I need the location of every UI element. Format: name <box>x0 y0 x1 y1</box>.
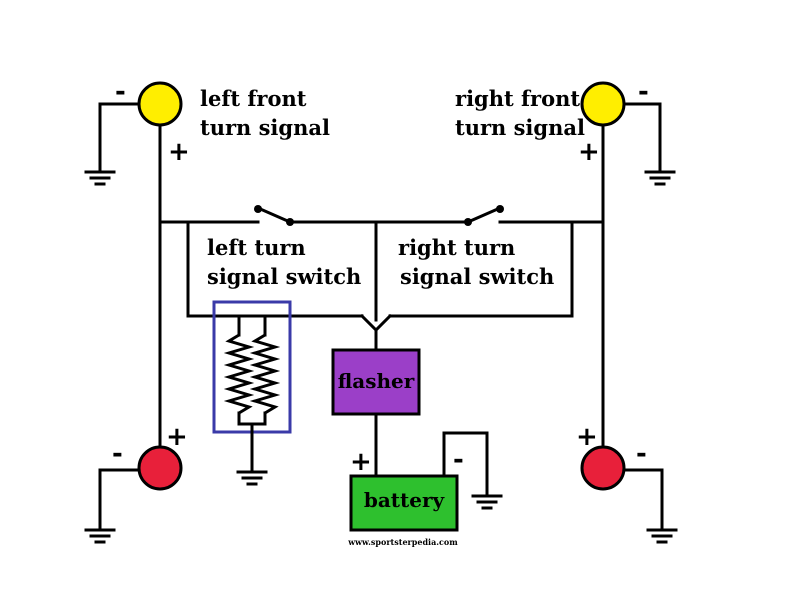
battery-ground-icon <box>471 494 503 510</box>
left-switch-label-line1: left turn <box>207 235 306 260</box>
left-front-lamp <box>137 81 183 127</box>
right-front-label-line1: right front <box>455 86 580 111</box>
right-switch-lever <box>466 206 502 224</box>
left-switch-pivot <box>286 218 294 226</box>
left-rear-lamp <box>137 445 183 491</box>
left-switch-contact <box>254 205 262 213</box>
heater-outline <box>212 300 292 434</box>
left-front-minus: - <box>115 77 126 107</box>
left-front-plus: + <box>168 137 190 167</box>
battery-box <box>349 474 459 532</box>
wiring <box>158 118 605 498</box>
right-switch-pivot <box>464 218 472 226</box>
right-rear-plus: + <box>576 422 598 452</box>
left-rear-ground-wire <box>98 468 142 532</box>
left-switch-label-line2: signal switch <box>207 264 361 289</box>
left-front-ground-wire <box>98 102 142 174</box>
right-front-plus: + <box>578 137 600 167</box>
right-rear-lamp <box>580 445 626 491</box>
left-rear-plus: + <box>166 422 188 452</box>
right-rear-ground-wire <box>621 468 664 532</box>
battery-plus: + <box>350 447 372 477</box>
heater-right-coil <box>249 333 281 415</box>
battery-negative-wire <box>442 431 489 498</box>
right-front-lamp <box>580 81 626 127</box>
right-rear-ground-icon <box>646 528 678 544</box>
heater-bottom-link <box>237 411 267 426</box>
left-front-label-line2: turn signal <box>200 115 330 140</box>
right-front-ground-icon <box>644 170 676 186</box>
right-switch-label-line1: right turn <box>398 235 515 260</box>
battery-minus: - <box>453 445 464 475</box>
right-front-minus: - <box>638 77 649 107</box>
ground-symbols <box>84 102 678 544</box>
left-front-label-line1: left front <box>200 86 307 111</box>
right-front-ground-wire <box>618 102 662 174</box>
heater-ground-icon <box>236 470 268 486</box>
website-credit: www.sportsterpedia.com <box>347 537 458 547</box>
right-switch-contact <box>496 205 504 213</box>
left-switch-lever <box>256 206 292 224</box>
left-rear-ground-icon <box>84 528 116 544</box>
heater-left-coil <box>223 333 255 415</box>
right-front-label-line2: turn signal <box>455 115 585 140</box>
battery-label: battery <box>364 488 446 512</box>
flasher-label: flasher <box>338 369 415 393</box>
left-rear-minus: - <box>112 439 123 469</box>
flasher-box <box>331 348 421 416</box>
right-switch-label-line2: signal switch <box>400 264 554 289</box>
heater-element <box>212 300 292 474</box>
left-front-ground-icon <box>84 170 116 186</box>
right-rear-minus: - <box>636 439 647 469</box>
